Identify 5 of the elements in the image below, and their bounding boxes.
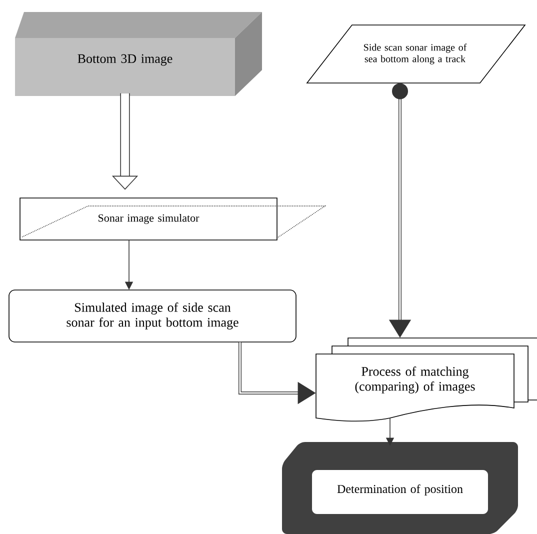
process-box: Sonar image simulator [20,198,326,240]
rounded-box: Simulated image of side scan sonar for an input bottom image [8,290,296,342]
box-3d: Bottom 3D image [15,12,262,96]
multi-document: Process of matching (comparing) of images [316,338,537,422]
display-box: Determination of position [282,442,518,534]
